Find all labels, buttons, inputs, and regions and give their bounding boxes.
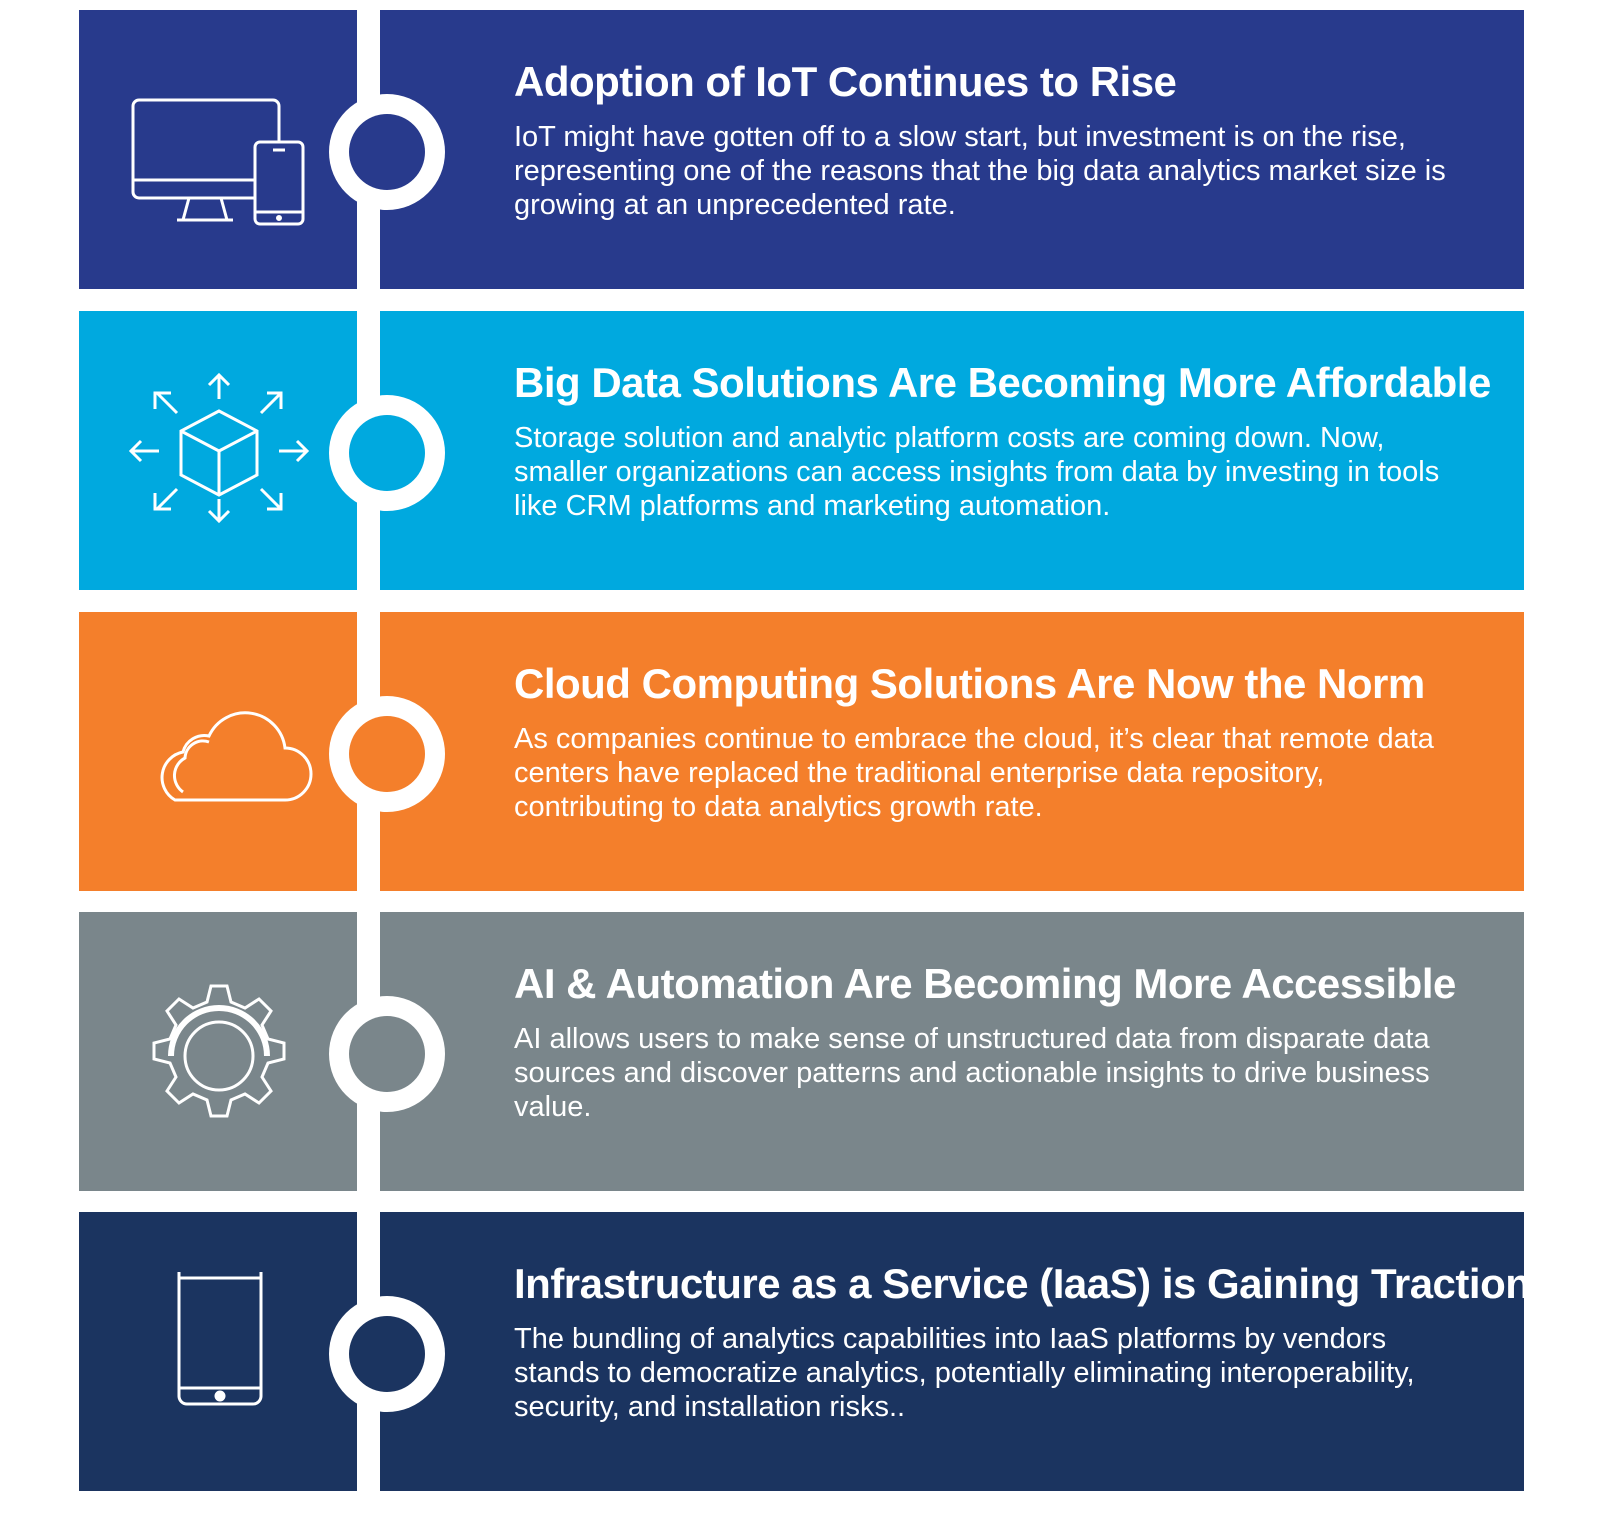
card-title: Big Data Solutions Are Becoming More Aff… bbox=[514, 359, 1491, 406]
card-title: AI & Automation Are Becoming More Access… bbox=[514, 960, 1456, 1007]
icon-tile bbox=[79, 1212, 357, 1491]
card-title: Cloud Computing Solutions Are Now the No… bbox=[514, 660, 1425, 707]
puzzle-connector bbox=[329, 1296, 445, 1412]
puzzle-connector bbox=[329, 94, 445, 210]
card-description: The bundling of analytics capabilities i… bbox=[514, 1323, 1415, 1423]
trend-card: Cloud Computing Solutions Are Now the No… bbox=[79, 612, 1524, 891]
card-description: As companies continue to embrace the clo… bbox=[514, 723, 1434, 823]
content-tile bbox=[380, 10, 1524, 289]
content-tile bbox=[380, 912, 1524, 1191]
puzzle-connector bbox=[329, 996, 445, 1112]
cube-expand-icon bbox=[119, 371, 319, 531]
card-description: IoT might have gotten off to a slow star… bbox=[514, 121, 1446, 221]
card-title: Infrastructure as a Service (IaaS) is Ga… bbox=[514, 1260, 1531, 1307]
devices-icon bbox=[119, 70, 319, 230]
content-tile bbox=[380, 1212, 1524, 1491]
trend-card: Infrastructure as a Service (IaaS) is Ga… bbox=[79, 1212, 1531, 1491]
card-title: Adoption of IoT Continues to Rise bbox=[514, 58, 1177, 105]
trend-card: AI & Automation Are Becoming More Access… bbox=[79, 912, 1524, 1191]
icon-tile bbox=[79, 912, 357, 1191]
content-tile bbox=[380, 311, 1524, 590]
puzzle-connector bbox=[329, 395, 445, 511]
trend-card: Big Data Solutions Are Becoming More Aff… bbox=[79, 311, 1524, 590]
content-tile bbox=[380, 612, 1524, 891]
icon-tile bbox=[79, 612, 357, 891]
tablet-icon bbox=[119, 1260, 319, 1432]
gear-icon bbox=[119, 972, 319, 1132]
cloud-icon bbox=[119, 672, 319, 832]
puzzle-connector bbox=[329, 696, 445, 812]
card-description: AI allows users to make sense of unstruc… bbox=[514, 1023, 1430, 1123]
trend-card: Adoption of IoT Continues to Rise IoT mi… bbox=[79, 10, 1524, 289]
card-description: Storage solution and analytic platform c… bbox=[514, 422, 1440, 522]
icon-tile bbox=[79, 10, 357, 289]
